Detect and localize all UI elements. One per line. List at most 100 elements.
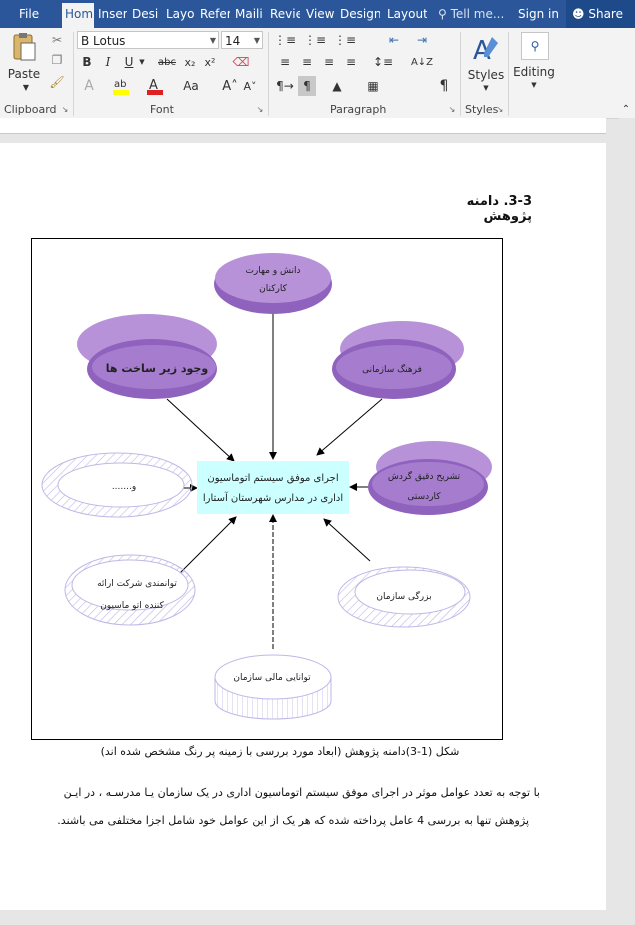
- tell-me-box[interactable]: ⚲ Tell me...: [438, 7, 505, 21]
- chevron-down-icon[interactable]: ▼: [483, 84, 489, 92]
- node-organizational-culture: فرهنگ سازمانی: [332, 321, 464, 399]
- align-right-icon[interactable]: ≡: [323, 55, 335, 69]
- subscript-icon[interactable]: x₂: [184, 55, 196, 69]
- center-box-successful-implementation: اجرای موفق سیستم اتوماسیون اداری در مدار…: [197, 461, 349, 514]
- tab-references[interactable]: Refer: [200, 7, 230, 21]
- paste-dropdown-icon[interactable]: ▼: [22, 82, 30, 92]
- node-organization-size: بزرگی سازمان: [337, 566, 471, 628]
- numbering-icon[interactable]: ⋮≡: [303, 33, 327, 47]
- vertical-scrollbar[interactable]: [619, 118, 635, 925]
- line-spacing-icon[interactable]: ↕≡: [372, 55, 394, 69]
- collapse-ribbon-icon[interactable]: ⌃: [621, 103, 631, 115]
- justify-icon[interactable]: ≡: [345, 55, 357, 69]
- highlight-icon[interactable]: ab: [112, 76, 130, 96]
- ribbon: Paste ▼ ✂ ❐ 🖌 Clipboard ↘ B Lotus ▼ 14 ▼…: [0, 28, 635, 119]
- styles-button[interactable]: Styles: [467, 68, 505, 82]
- copy-icon[interactable]: ❐: [51, 53, 63, 67]
- editing-button[interactable]: Editing: [513, 65, 555, 79]
- underline-icon[interactable]: U: [124, 55, 134, 69]
- tab-table-design[interactable]: Design: [340, 7, 380, 21]
- tab-view[interactable]: View: [306, 7, 334, 21]
- ltr-direction-icon[interactable]: ¶→: [276, 79, 294, 93]
- chevron-down-icon: ▼: [209, 36, 216, 45]
- chevron-down-icon[interactable]: ▼: [139, 58, 145, 66]
- superscript-icon[interactable]: x²: [204, 55, 216, 69]
- tab-review[interactable]: Revie: [270, 7, 300, 21]
- svg-text:کننده اتو ماسیون: کننده اتو ماسیون: [100, 601, 164, 611]
- svg-text:کارکنان: کارکنان: [259, 284, 287, 294]
- svg-text:وجود زیر ساخت ها: وجود زیر ساخت ها: [106, 362, 209, 375]
- svg-text:ab: ab: [114, 79, 126, 90]
- figure-caption: شکل (1-3)دامنه پژوهش (ابعاد مورد بررسی ب…: [100, 745, 460, 758]
- bold-icon[interactable]: B: [82, 55, 92, 69]
- tab-table-layout[interactable]: Layout: [387, 7, 427, 21]
- decrease-indent-icon[interactable]: ⇤: [388, 33, 400, 47]
- rtl-direction-icon[interactable]: ¶: [298, 76, 316, 96]
- show-formatting-icon[interactable]: ¶: [439, 78, 449, 94]
- styles-group-label: Styles: [465, 103, 499, 116]
- arrow: [323, 518, 371, 562]
- chevron-down-icon[interactable]: ▼: [531, 81, 537, 89]
- shrink-font-icon[interactable]: A˅: [243, 79, 257, 93]
- previous-page-bottom: [0, 118, 606, 134]
- change-case-icon[interactable]: Aa: [183, 79, 199, 93]
- person-icon: ☻: [572, 7, 585, 21]
- tab-design[interactable]: Desi: [132, 7, 159, 21]
- section-heading: 3-3. دامنه پژوهش: [466, 194, 532, 224]
- group-separator: [73, 32, 74, 116]
- clear-formatting-icon[interactable]: ⌫: [232, 55, 250, 69]
- tab-file[interactable]: File: [19, 7, 40, 21]
- arrow: [176, 516, 237, 577]
- cut-icon[interactable]: ✂: [51, 33, 63, 47]
- research-scope-figure[interactable]: دانش و مهارت کارکنان وجود زیر ساخت ها فر…: [31, 238, 503, 740]
- font-group-label: Font: [150, 103, 174, 116]
- svg-text:بزرگی سازمان: بزرگی سازمان: [376, 590, 431, 602]
- scope-diagram: دانش و مهارت کارکنان وجود زیر ساخت ها فر…: [41, 253, 492, 720]
- node-vendor-capability: توانمندی شرکت ارائه کننده اتو ماسیون: [64, 554, 196, 626]
- tab-insert[interactable]: Inser: [98, 7, 127, 21]
- chevron-down-icon: ▼: [253, 36, 260, 45]
- text-effects-icon[interactable]: A: [84, 78, 94, 94]
- node-knowledge-skills: دانش و مهارت کارکنان: [214, 253, 332, 314]
- search-icon[interactable]: ⚲: [521, 32, 549, 60]
- dialog-launcher-icon[interactable]: ↘: [448, 104, 456, 114]
- sort-icon[interactable]: A↓Z: [410, 56, 434, 68]
- italic-icon[interactable]: I: [105, 55, 111, 69]
- svg-text:فرهنگ سازمانی: فرهنگ سازمانی: [362, 363, 422, 375]
- shading-icon[interactable]: ▲: [332, 79, 342, 93]
- font-size-field[interactable]: 14 ▼: [221, 31, 263, 49]
- svg-text:و.......: و.......: [112, 482, 136, 492]
- strikethrough-icon[interactable]: abc: [158, 56, 176, 68]
- font-color-icon[interactable]: A: [146, 76, 164, 96]
- bullets-icon[interactable]: ⋮≡: [273, 33, 297, 47]
- group-separator: [268, 32, 269, 116]
- node-infrastructure: وجود زیر ساخت ها: [77, 314, 217, 399]
- dialog-launcher-icon[interactable]: ↘: [496, 104, 504, 114]
- grow-font-icon[interactable]: A˄: [222, 78, 238, 94]
- sign-in-button[interactable]: Sign in: [518, 7, 558, 21]
- node-etc: و.......: [41, 452, 193, 518]
- tab-layout[interactable]: Layo: [166, 7, 194, 21]
- paste-button[interactable]: Paste: [7, 67, 41, 81]
- svg-text:A: A: [149, 78, 158, 93]
- node-workflow-description: تشریح دقیق گردش کاردستی: [368, 441, 492, 515]
- group-separator: [508, 32, 509, 116]
- borders-icon[interactable]: ▦: [367, 79, 379, 93]
- paste-icon[interactable]: [8, 32, 40, 62]
- dialog-launcher-icon[interactable]: ↘: [61, 104, 69, 114]
- node-financial-ability: توانایی مالی سازمان: [214, 654, 332, 720]
- clipboard-group-label: Clipboard: [4, 103, 57, 116]
- styles-icon[interactable]: A: [470, 32, 502, 68]
- share-button[interactable]: ☻ Share: [566, 0, 635, 28]
- group-separator: [460, 32, 461, 116]
- align-center-icon[interactable]: ≡: [301, 55, 313, 69]
- increase-indent-icon[interactable]: ⇥: [416, 33, 428, 47]
- align-left-icon[interactable]: ≡: [279, 55, 291, 69]
- tab-home[interactable]: Hom: [62, 3, 94, 28]
- dialog-launcher-icon[interactable]: ↘: [256, 104, 264, 114]
- font-name-field[interactable]: B Lotus ▼: [77, 31, 219, 49]
- tab-mailings[interactable]: Maili: [235, 7, 263, 21]
- svg-text:A: A: [473, 36, 491, 66]
- format-painter-icon[interactable]: 🖌: [49, 75, 65, 89]
- multilevel-list-icon[interactable]: ⋮≡: [333, 33, 357, 47]
